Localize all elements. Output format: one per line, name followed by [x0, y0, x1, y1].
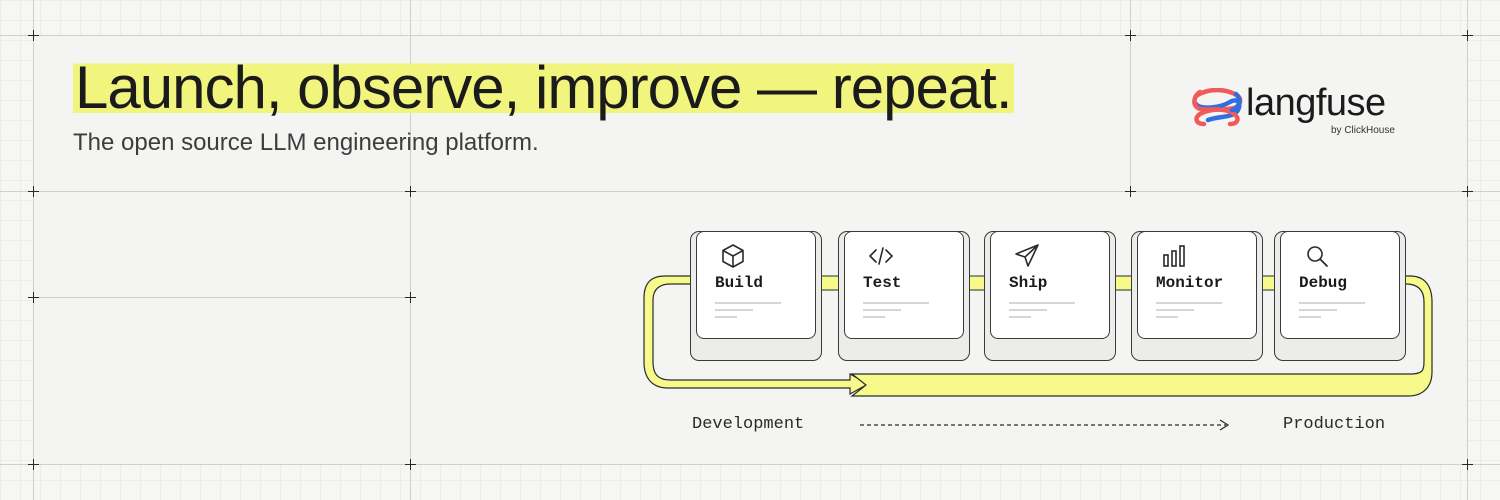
corner-marker — [405, 186, 416, 197]
step-build[interactable]: Build — [690, 231, 822, 361]
step-label: Ship — [1009, 274, 1048, 292]
key-cap: Build — [696, 231, 816, 339]
corner-marker — [28, 292, 39, 303]
key-cap: Ship — [990, 231, 1110, 339]
corner-marker — [1462, 30, 1473, 41]
step-label: Monitor — [1156, 274, 1224, 292]
frame-line — [0, 35, 1500, 36]
step-ship[interactable]: Ship — [984, 231, 1116, 361]
production-label: Production — [1283, 415, 1386, 434]
placeholder-line — [863, 309, 901, 311]
left-panel-top — [33, 192, 410, 297]
placeholder-line — [1009, 309, 1047, 311]
headline-text: Launch, observe, improve — repeat. — [73, 54, 1014, 121]
step-monitor[interactable]: Monitor — [1131, 231, 1263, 361]
frame-line — [1130, 0, 1131, 191]
placeholder-line — [1009, 302, 1075, 304]
step-test[interactable]: Test — [838, 231, 970, 361]
logo-panel — [1131, 35, 1467, 191]
placeholder-line — [863, 316, 885, 318]
corner-marker — [28, 30, 39, 41]
corner-marker — [1125, 30, 1136, 41]
left-panel-bottom — [33, 298, 410, 464]
corner-marker — [1125, 186, 1136, 197]
frame-line — [410, 0, 411, 500]
development-label: Development — [692, 415, 805, 434]
step-label: Build — [715, 274, 764, 292]
corner-marker — [405, 292, 416, 303]
headline: Launch, observe, improve — repeat. — [73, 52, 1014, 124]
step-label: Debug — [1299, 274, 1348, 292]
frame-line — [1467, 0, 1468, 500]
placeholder-line — [1299, 309, 1337, 311]
placeholder-line — [1156, 316, 1178, 318]
corner-marker — [28, 186, 39, 197]
frame-line — [0, 191, 1500, 192]
bar-chart-icon — [1163, 245, 1185, 267]
logo-byline: by ClickHouse — [1331, 125, 1395, 136]
paper-plane-icon — [1015, 244, 1039, 267]
corner-marker — [1462, 186, 1473, 197]
corner-marker — [28, 459, 39, 470]
frame-line — [33, 0, 34, 500]
step-debug[interactable]: Debug — [1274, 231, 1406, 361]
frame-line — [33, 297, 410, 298]
key-cap: Test — [844, 231, 964, 339]
search-icon — [1307, 246, 1328, 267]
placeholder-line — [1299, 302, 1365, 304]
placeholder-line — [1299, 316, 1321, 318]
placeholder-line — [1156, 309, 1194, 311]
dashed-arrow — [860, 419, 1230, 431]
cube-icon — [722, 244, 744, 268]
corner-marker — [405, 459, 416, 470]
placeholder-line — [863, 302, 929, 304]
placeholder-line — [715, 309, 753, 311]
placeholder-line — [1009, 316, 1031, 318]
subheadline: The open source LLM engineering platform… — [73, 129, 539, 156]
langfuse-knot-icon — [1192, 88, 1243, 127]
corner-marker — [1462, 459, 1473, 470]
step-label: Test — [863, 274, 902, 292]
langfuse-logo[interactable]: langfuse by ClickHouse — [1190, 82, 1420, 142]
code-icon — [869, 247, 893, 265]
placeholder-line — [715, 316, 737, 318]
key-cap: Monitor — [1137, 231, 1257, 339]
key-cap: Debug — [1280, 231, 1400, 339]
logo-wordmark: langfuse — [1246, 82, 1386, 124]
placeholder-line — [715, 302, 781, 304]
frame-line — [0, 464, 1500, 465]
placeholder-line — [1156, 302, 1222, 304]
